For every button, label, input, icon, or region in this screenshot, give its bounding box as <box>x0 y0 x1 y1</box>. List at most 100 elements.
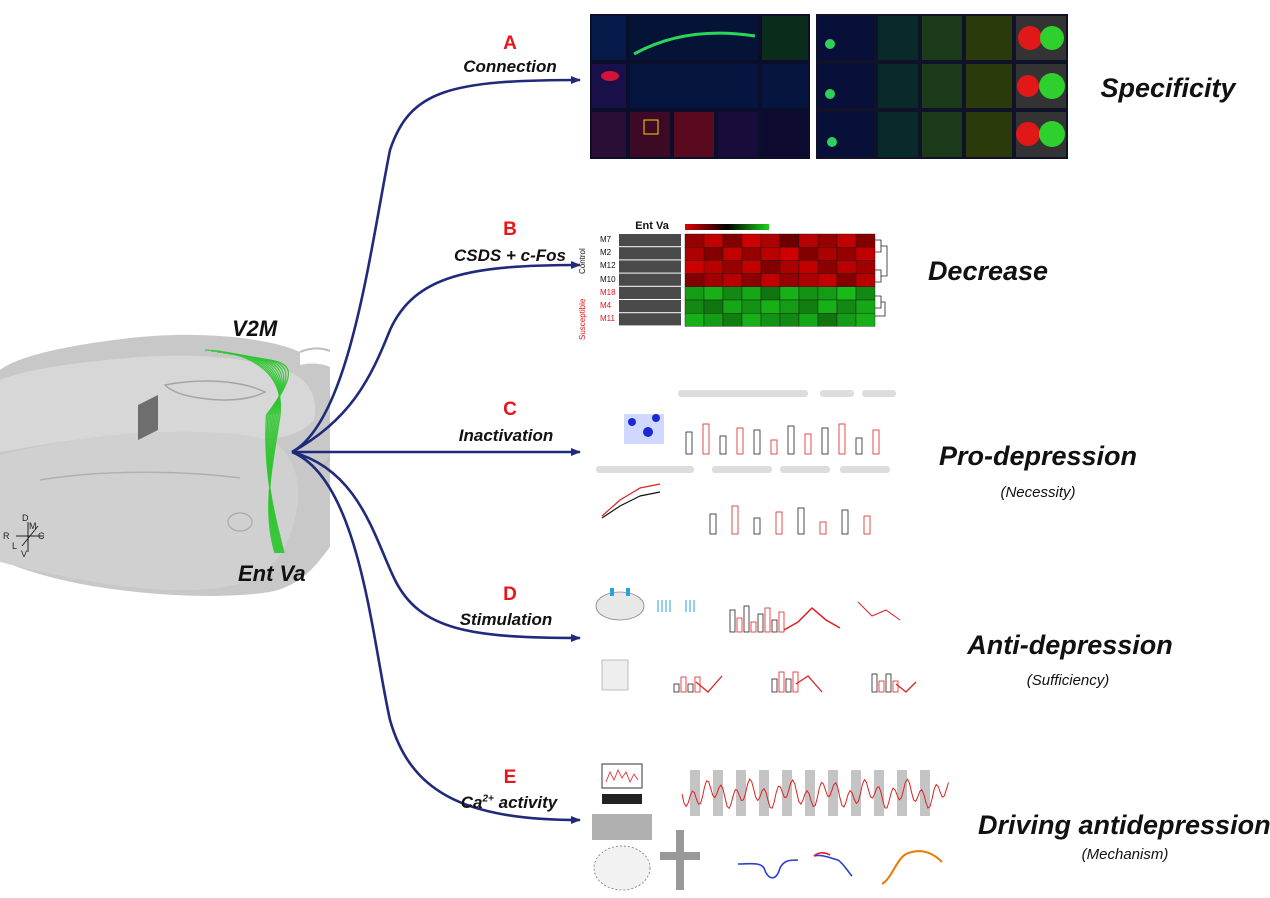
ventricle-shape <box>138 395 158 440</box>
mini-bar <box>771 619 778 633</box>
result-c-sub: (Necessity) <box>1000 484 1076 501</box>
compass-m: M <box>29 521 37 531</box>
fiber-tract <box>234 354 282 554</box>
section-c-title: Inactivation <box>458 426 554 445</box>
heatmap-row-label: M4 <box>600 301 612 310</box>
heatmap-cell <box>798 260 819 274</box>
heatmap-cell <box>741 312 762 327</box>
heatmap-cell <box>703 312 724 327</box>
orientation-compass <box>16 522 44 552</box>
ent-va-thumbnail <box>619 300 681 313</box>
heatmap-cell <box>817 233 838 248</box>
section-c-letter: C <box>503 399 517 420</box>
heatmap-cell <box>684 286 705 301</box>
mini-bar <box>770 439 778 455</box>
mini-bar <box>719 435 727 455</box>
heatmap-thumbnails <box>619 234 681 326</box>
mini-bar <box>753 429 761 455</box>
heatmap-cell <box>855 233 876 248</box>
heatmap-cell <box>722 299 743 314</box>
event-band <box>897 770 907 816</box>
heatmap-cell <box>722 286 743 301</box>
brain-structure-oval <box>227 512 253 532</box>
heatmap-row-label: M7 <box>600 235 612 244</box>
compass-d: D <box>22 513 29 523</box>
ent-va-thumbnail <box>619 286 681 299</box>
ent-va-thumbnail <box>619 247 681 260</box>
panel-c-charts <box>590 388 900 540</box>
panel-e-bands <box>690 770 930 816</box>
heatmap-cell <box>760 233 781 248</box>
heatmap-cell <box>703 233 724 248</box>
mini-bar <box>871 673 878 693</box>
mini-bar <box>743 605 750 633</box>
section-d-title: Stimulation <box>459 610 553 629</box>
fiber-tract <box>222 352 281 554</box>
event-band <box>690 770 700 816</box>
heatmap-cell <box>798 312 819 327</box>
event-band <box>782 770 792 816</box>
heatmap-cell <box>779 286 800 301</box>
event-band <box>713 770 723 816</box>
panel-e-charts <box>592 763 952 891</box>
event-band <box>851 770 861 816</box>
heatmap-row-label: M11 <box>600 314 615 324</box>
heatmap-cell <box>779 273 800 287</box>
heatmap-cell <box>836 299 857 314</box>
compass-l: L <box>12 541 18 551</box>
mini-bar <box>775 511 783 535</box>
heatmap-cell <box>760 286 781 301</box>
ent-va-thumbnail <box>619 313 681 326</box>
panel-b-heatmap <box>619 224 888 327</box>
heatmap-cell <box>798 233 819 248</box>
section-d-letter: D <box>503 584 517 605</box>
heatmap-cell <box>760 247 781 261</box>
mini-bar <box>855 437 863 455</box>
heatmap-cell <box>760 299 781 314</box>
heatmap-cell <box>817 247 838 261</box>
panel-d-bars <box>673 605 899 693</box>
heatmap-cell <box>722 260 743 274</box>
heatmap-cell <box>703 273 724 287</box>
mini-bar <box>753 517 761 535</box>
arrow-a <box>291 76 581 454</box>
heatmap-cell <box>760 312 781 327</box>
heatmap-cell <box>703 299 724 314</box>
heatmap-cell <box>741 299 762 314</box>
mini-bar <box>797 507 805 535</box>
heatmap-cell <box>817 312 838 327</box>
mini-bar <box>687 683 694 693</box>
heatmap-cell <box>779 247 800 261</box>
heatmap-cell <box>741 247 762 261</box>
group-label-susceptible: Susceptible <box>578 298 587 340</box>
mini-bar <box>885 673 892 693</box>
heatmap-cell <box>836 247 857 261</box>
heatmap-cell <box>817 260 838 274</box>
heatmap-row-label: M18 <box>600 287 616 297</box>
mini-bar <box>819 521 827 535</box>
mini-bar <box>821 427 829 455</box>
mini-bar <box>680 676 687 693</box>
mini-bar <box>709 513 717 535</box>
section-e-title: Ca2+ activity <box>460 793 558 812</box>
result-d-sub: (Sufficiency) <box>1026 672 1110 689</box>
section-e-letter: E <box>503 767 517 788</box>
mini-bar <box>702 423 710 455</box>
heatmap-cell <box>798 273 819 287</box>
heatmap-cell <box>722 312 743 327</box>
mini-bar <box>804 433 812 455</box>
panel-a-left-micrographs <box>590 14 810 159</box>
arrow-b <box>291 261 581 454</box>
section-a-letter: A <box>503 33 517 54</box>
event-band <box>736 770 746 816</box>
mini-bar <box>778 611 785 633</box>
heatmap-cell <box>836 273 857 287</box>
result-e: Driving antidepression <box>978 810 1270 840</box>
heatmap-cell <box>703 260 724 274</box>
fiber-tract <box>240 355 283 554</box>
heatmap-cell <box>836 286 857 301</box>
heatmap-row-label: M10 <box>600 274 616 284</box>
heatmap-row-label: M2 <box>600 248 612 258</box>
result-e-sub: (Mechanism) <box>1081 846 1169 863</box>
